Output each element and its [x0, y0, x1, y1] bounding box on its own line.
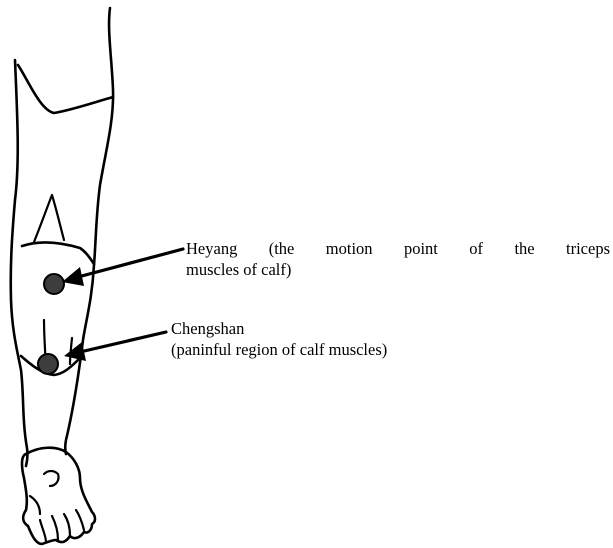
heyang-label: Heyang (the motion point of the triceps …	[186, 238, 610, 280]
leg-right-edge	[65, 8, 113, 454]
heyang-pointer	[62, 249, 183, 286]
knee-crease	[22, 242, 94, 264]
chengshan-label-line-2: (paninful region of calf muscles)	[171, 339, 387, 360]
chengshan-label: Chengshan (paninful region of calf muscl…	[171, 318, 387, 360]
toe-line-1	[40, 520, 46, 542]
heyang-arrowhead	[62, 267, 84, 286]
chengshan-pointer-line	[80, 332, 166, 352]
knee-cap	[34, 195, 64, 242]
ankle-bone	[44, 471, 59, 486]
heyang-label-line-2: muscles of calf)	[186, 259, 610, 280]
leg-left-edge	[11, 60, 28, 466]
chengshan-pointer	[64, 332, 166, 361]
chengshan-acupoint	[38, 354, 58, 374]
thigh-crease	[18, 65, 113, 113]
leg-outline	[11, 8, 113, 544]
toe-line-4	[76, 510, 84, 530]
chengshan-label-line-1: Chengshan	[171, 318, 387, 339]
heyang-acupoint	[44, 274, 64, 294]
toe-line-2	[52, 516, 58, 540]
heyang-label-line-1: Heyang (the motion point of the triceps	[186, 238, 610, 259]
toe-line-3	[64, 514, 70, 536]
heel-line	[30, 496, 40, 514]
